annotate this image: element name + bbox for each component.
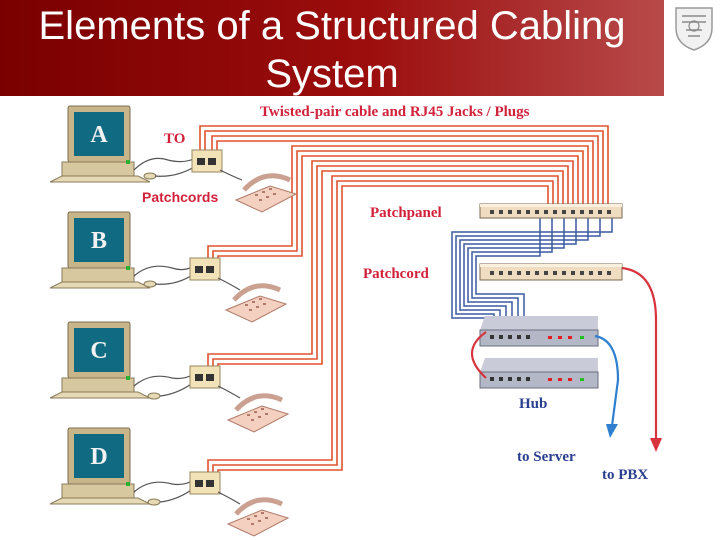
phone-icon: [224, 283, 288, 323]
hub-link-cable: [470, 331, 487, 379]
workstation-d: D: [49, 427, 290, 537]
computer-icon: [49, 105, 157, 183]
pbx-link: [621, 266, 662, 452]
university-seal-icon: [675, 7, 713, 51]
wall-jack-icon: [189, 365, 221, 389]
title-bar: Elements of a Structured Cabling System: [0, 0, 664, 96]
patchpanel-label: Patchpanel: [370, 205, 442, 221]
to-label: TO: [164, 131, 185, 147]
computer-icon: [49, 321, 161, 400]
hub-icon: [479, 316, 599, 347]
workstation-label: D: [90, 444, 107, 470]
computer-icon: [49, 211, 157, 289]
patch-panel-icon: [479, 203, 623, 219]
workstation-a: A: [49, 105, 298, 213]
wall-jack-icon: [191, 149, 223, 173]
horizontal-cables: [199, 125, 609, 472]
slide-title: Elements of a Structured Cabling System: [38, 4, 626, 96]
workstation-label: B: [91, 228, 107, 254]
to-server-label: to Server: [517, 449, 576, 465]
cabling-diagram: A B: [49, 104, 662, 537]
phone-icon: [234, 173, 298, 213]
wall-jack-icon: [189, 471, 221, 495]
phone-icon: [226, 497, 290, 537]
workstation-label: C: [90, 338, 107, 364]
to-pbx-label: to PBX: [602, 467, 648, 483]
computer-icon: [49, 427, 161, 506]
workstation-b: B: [49, 211, 288, 323]
patchcords-label: Patchcords: [142, 189, 218, 205]
patchcord-label: Patchcord: [363, 266, 429, 282]
phone-icon: [226, 393, 290, 433]
cable-label: Twisted-pair cable and RJ45 Jacks / Plug…: [260, 104, 530, 120]
workstation-label: A: [90, 122, 108, 148]
server-link: [594, 334, 620, 438]
patch-panel-lower-icon: [479, 263, 623, 281]
hub-lower-icon: [479, 358, 599, 389]
hub-label: Hub: [519, 396, 547, 412]
workstation-c: C: [49, 321, 290, 433]
wall-jack-icon: [189, 257, 221, 281]
